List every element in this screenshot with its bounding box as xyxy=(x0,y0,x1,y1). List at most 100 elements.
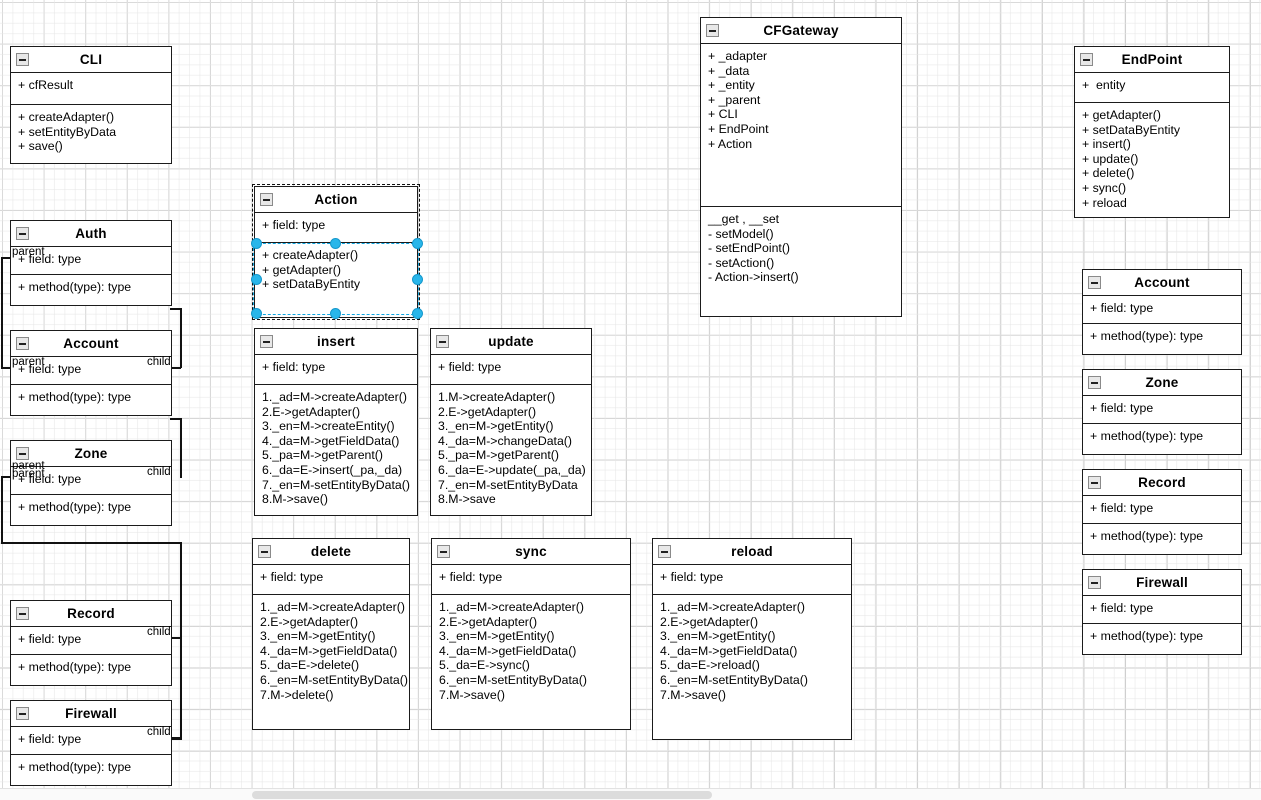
operations-compartment-endpoint[interactable]: + getAdapter()+ setDataByEntity+ insert(… xyxy=(1075,103,1229,215)
connector-zone-child-up[interactable] xyxy=(180,418,182,478)
resize-handle-1[interactable] xyxy=(330,238,341,249)
class-header-sync[interactable]: sync xyxy=(432,539,630,565)
collapse-minus-icon[interactable] xyxy=(258,545,271,558)
resize-handle-0[interactable] xyxy=(251,238,262,249)
attributes-compartment-record-right[interactable]: + field: type xyxy=(1083,496,1241,524)
connector-zone-down[interactable] xyxy=(1,476,3,542)
collapse-minus-icon[interactable] xyxy=(436,335,449,348)
resize-handle-4[interactable] xyxy=(412,274,423,285)
class-box-auth[interactable]: Auth+ field: type+ method(type): type xyxy=(10,220,172,306)
class-box-account-right[interactable]: Account+ field: type+ method(type): type xyxy=(1082,269,1242,355)
horizontal-scrollbar-thumb[interactable] xyxy=(252,791,712,799)
connector-zone-left-stub[interactable] xyxy=(1,476,12,478)
attributes-compartment-firewall-left[interactable]: + field: type xyxy=(11,727,171,755)
attributes-compartment-delete[interactable]: + field: type xyxy=(253,565,409,595)
collapse-minus-icon[interactable] xyxy=(1088,376,1101,389)
class-header-delete[interactable]: delete xyxy=(253,539,409,565)
connector-zone-child-in[interactable] xyxy=(170,418,182,420)
horizontal-scrollbar[interactable] xyxy=(0,788,1261,800)
class-box-record-left[interactable]: Record+ field: type+ method(type): type xyxy=(10,600,172,686)
class-header-action[interactable]: Action xyxy=(255,187,417,213)
collapse-minus-icon[interactable] xyxy=(16,607,29,620)
collapse-minus-icon[interactable] xyxy=(16,337,29,350)
attributes-compartment-update[interactable]: + field: type xyxy=(431,355,591,385)
operations-compartment-zone-right[interactable]: + method(type): type xyxy=(1083,424,1241,449)
class-box-cli[interactable]: CLI+ cfResult+ createAdapter()+ setEntit… xyxy=(10,46,172,164)
resize-handle-7[interactable] xyxy=(412,308,423,319)
attributes-compartment-zone-right[interactable]: + field: type xyxy=(1083,396,1241,424)
collapse-minus-icon[interactable] xyxy=(16,707,29,720)
connector-account-child-in[interactable] xyxy=(170,308,182,310)
class-header-firewall-right[interactable]: Firewall xyxy=(1083,570,1241,596)
operations-compartment-delete[interactable]: 1._ad=M->createAdapter()2.E->getAdapter(… xyxy=(253,595,409,707)
class-header-record-left[interactable]: Record xyxy=(11,601,171,627)
operations-compartment-record-right[interactable]: + method(type): type xyxy=(1083,524,1241,549)
attributes-compartment-sync[interactable]: + field: type xyxy=(432,565,630,595)
attributes-compartment-record-left[interactable]: + field: type xyxy=(11,627,171,655)
operations-compartment-cfgateway[interactable]: __get , __set- setModel()- setEndPoint()… xyxy=(701,207,901,290)
operations-compartment-record-left[interactable]: + method(type): type xyxy=(11,655,171,680)
collapse-minus-icon[interactable] xyxy=(260,335,273,348)
class-header-cfgateway[interactable]: CFGateway xyxy=(701,18,901,44)
class-box-zone-left[interactable]: Zone+ field: type+ method(type): type xyxy=(10,440,172,526)
operations-compartment-update[interactable]: 1.M->createAdapter()2.E->getAdapter()3._… xyxy=(431,385,591,512)
class-header-cli[interactable]: CLI xyxy=(11,47,171,73)
connector-firewall-ch-line[interactable] xyxy=(172,737,182,739)
attributes-compartment-zone-left[interactable]: + field: type xyxy=(11,467,171,495)
attributes-compartment-cli[interactable]: + cfResult xyxy=(11,73,171,105)
attributes-compartment-account-left[interactable]: + field: type xyxy=(11,357,171,385)
resize-handle-6[interactable] xyxy=(330,308,341,319)
class-header-update[interactable]: update xyxy=(431,329,591,355)
class-box-record-right[interactable]: Record+ field: type+ method(type): type xyxy=(1082,469,1242,555)
class-header-account-left[interactable]: Account xyxy=(11,331,171,357)
operations-compartment-cli[interactable]: + createAdapter()+ setEntityByData+ save… xyxy=(11,105,171,159)
attributes-compartment-cfgateway[interactable]: + _adapter+ _data+ _entity+ _parent+ CLI… xyxy=(701,44,901,207)
collapse-minus-icon[interactable] xyxy=(658,545,671,558)
collapse-minus-icon[interactable] xyxy=(1088,576,1101,589)
class-box-endpoint[interactable]: EndPoint+ entity+ getAdapter()+ setDataB… xyxy=(1074,46,1230,218)
collapse-minus-icon[interactable] xyxy=(706,24,719,37)
class-box-cfgateway[interactable]: CFGateway+ _adapter+ _data+ _entity+ _pa… xyxy=(700,17,902,317)
class-header-endpoint[interactable]: EndPoint xyxy=(1075,47,1229,73)
class-header-zone-right[interactable]: Zone xyxy=(1083,370,1241,396)
attributes-compartment-reload[interactable]: + field: type xyxy=(653,565,851,595)
operations-compartment-insert[interactable]: 1._ad=M->createAdapter()2.E->getAdapter(… xyxy=(255,385,417,512)
collapse-minus-icon[interactable] xyxy=(260,193,273,206)
class-box-firewall-left[interactable]: Firewall+ field: type+ method(type): typ… xyxy=(10,700,172,786)
operations-compartment-firewall-right[interactable]: + method(type): type xyxy=(1083,624,1241,649)
connector-auth-to-account[interactable] xyxy=(1,257,12,259)
connector-record-child-line[interactable] xyxy=(172,637,182,639)
connector-account-child-up[interactable] xyxy=(180,308,182,368)
class-header-account-right[interactable]: Account xyxy=(1083,270,1241,296)
collapse-minus-icon[interactable] xyxy=(1088,476,1101,489)
operations-compartment-firewall-left[interactable]: + method(type): type xyxy=(11,755,171,780)
connector-firewall-stub[interactable] xyxy=(172,738,182,740)
class-box-zone-right[interactable]: Zone+ field: type+ method(type): type xyxy=(1082,369,1242,455)
collapse-minus-icon[interactable] xyxy=(1080,53,1093,66)
class-box-firewall-right[interactable]: Firewall+ field: type+ method(type): typ… xyxy=(1082,569,1242,655)
operations-compartment-reload[interactable]: 1._ad=M->createAdapter()2.E->getAdapter(… xyxy=(653,595,851,707)
class-header-reload[interactable]: reload xyxy=(653,539,851,565)
class-box-action[interactable]: Action+ field: type+ createAdapter()+ ge… xyxy=(254,186,418,318)
attributes-compartment-endpoint[interactable]: + entity xyxy=(1075,73,1229,103)
operations-compartment-zone-left[interactable]: + method(type): type xyxy=(11,495,171,520)
collapse-minus-icon[interactable] xyxy=(16,447,29,460)
operations-compartment-auth[interactable]: + method(type): type xyxy=(11,275,171,300)
class-box-account-left[interactable]: Account+ field: type+ method(type): type xyxy=(10,330,172,416)
attributes-compartment-auth[interactable]: + field: type xyxy=(11,247,171,275)
class-header-record-right[interactable]: Record xyxy=(1083,470,1241,496)
collapse-minus-icon[interactable] xyxy=(1088,276,1101,289)
class-header-zone-left[interactable]: Zone xyxy=(11,441,171,467)
resize-handle-5[interactable] xyxy=(251,308,262,319)
operations-compartment-account-right[interactable]: + method(type): type xyxy=(1083,324,1241,349)
connector-auth-down[interactable] xyxy=(1,257,3,367)
attributes-compartment-account-right[interactable]: + field: type xyxy=(1083,296,1241,324)
operations-compartment-sync[interactable]: 1._ad=M->createAdapter()2.E->getAdapter(… xyxy=(432,595,630,707)
attributes-compartment-insert[interactable]: + field: type xyxy=(255,355,417,385)
operations-compartment-account-left[interactable]: + method(type): type xyxy=(11,385,171,410)
